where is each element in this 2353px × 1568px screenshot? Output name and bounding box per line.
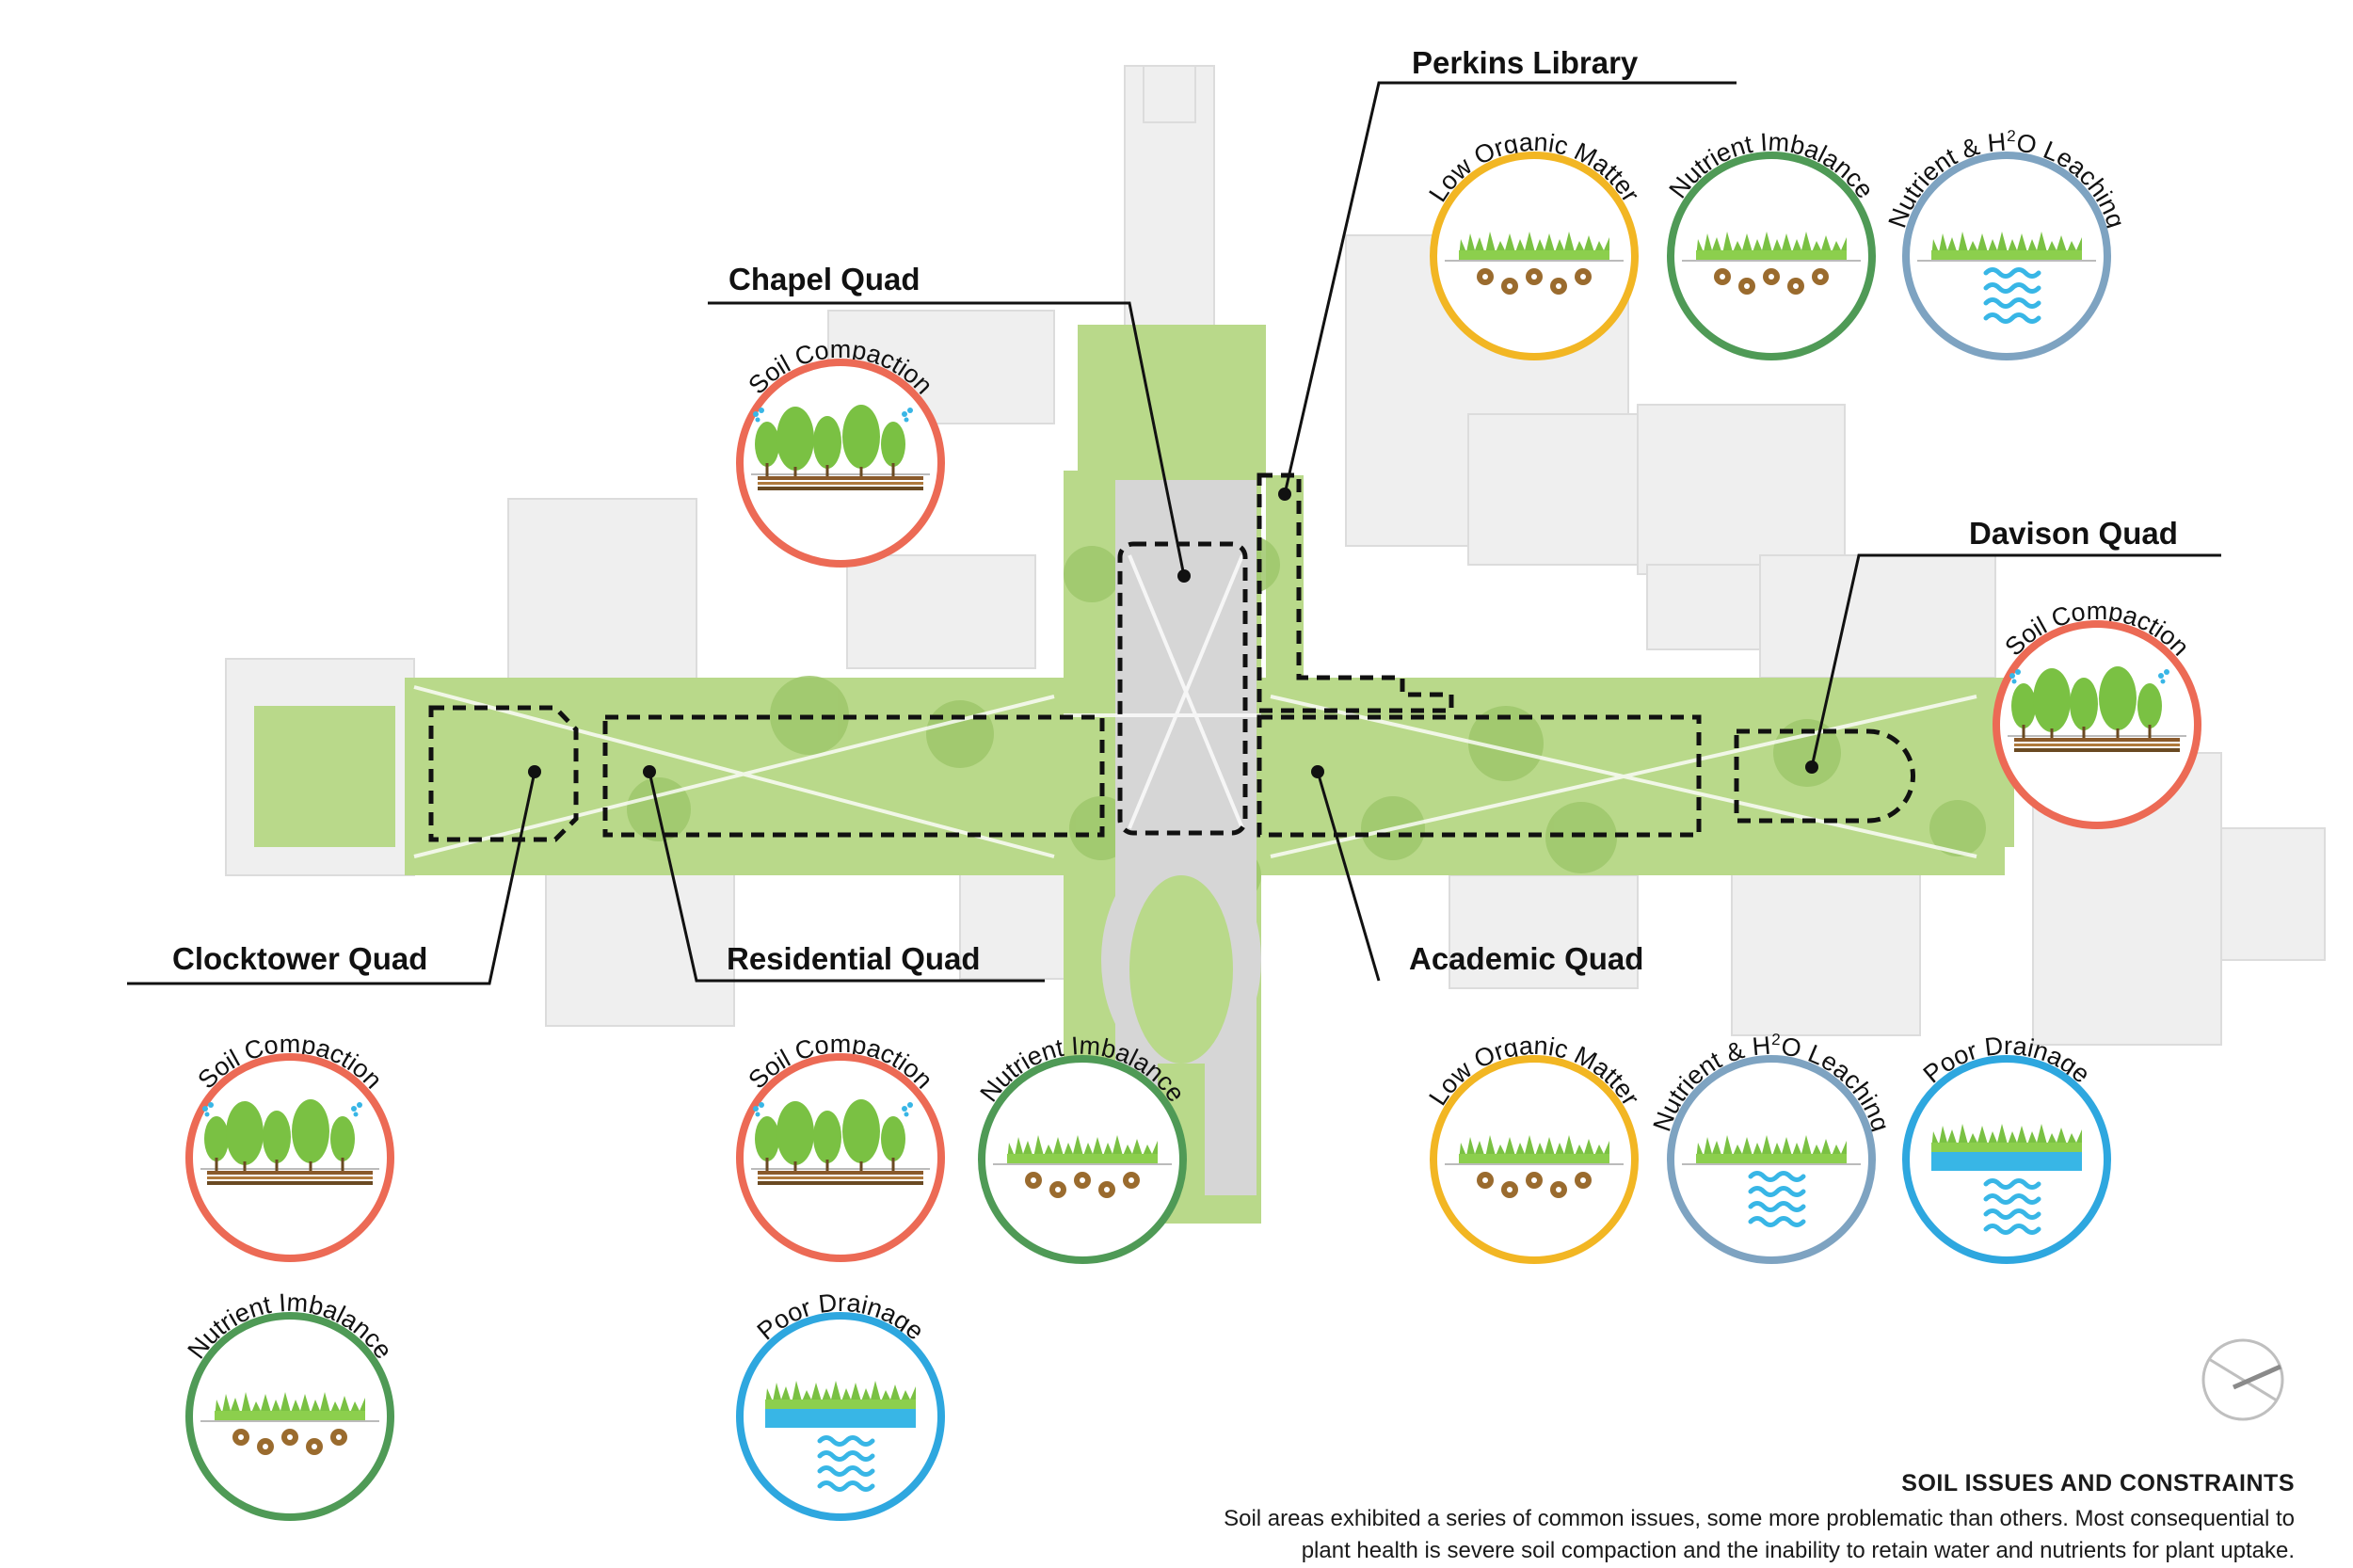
building-south-east: [1449, 874, 1639, 989]
quad-boundaries: [428, 472, 1915, 842]
boundary-academic: [1257, 714, 1702, 838]
building-ne: [1637, 404, 1846, 575]
label-davison-quad: Davison Quad: [1969, 516, 2178, 551]
dot-chapel: [1177, 569, 1191, 583]
lawn-chapel-north: [1078, 325, 1266, 475]
issue-soil-compaction-chapel: Soil Compaction: [736, 335, 945, 568]
water-layer-icon: [1931, 1152, 2082, 1171]
building-south-west: [959, 865, 1083, 980]
boundary-chapel: [1117, 541, 1248, 836]
north-arrow-icon: [2201, 1338, 2284, 1421]
map-caption: SOIL ISSUES AND CONSTRAINTS Soil areas e…: [883, 1470, 2295, 1567]
issue-nutrient-imbalance-clocktower: Nutrient Imbalance: [182, 1288, 398, 1521]
issue-soil-compaction-clocktower: Soil Compaction: [185, 1030, 394, 1262]
issue-soil-compaction-davison: Soil Compaction: [1993, 597, 2201, 829]
boundary-residential: [602, 714, 1105, 838]
label-clocktower-quad: Clocktower Quad: [172, 941, 427, 976]
label-perkins-library: Perkins Library: [1412, 45, 1639, 80]
issue-low-organic-matter-perkins: Low Organic Matter: [1423, 128, 1645, 360]
campus-basemap: [225, 65, 2326, 1224]
dot-davison: [1805, 760, 1818, 774]
boundary-davison: [1734, 728, 1915, 824]
issue-poor-drainage-academic: Poor Drainage: [1902, 1032, 2111, 1264]
issue-nutrient-imbalance-perkins: Nutrient Imbalance: [1663, 128, 1880, 360]
caption-title: SOIL ISSUES AND CONSTRAINTS: [1901, 1470, 2295, 1496]
dot-clocktower: [528, 765, 541, 778]
building-east-bottom: [2220, 827, 2326, 961]
issue-leaching-academic: Nutrient & H2O Leaching: [1648, 1031, 1895, 1264]
caption-line-2: plant health is severe soil compaction a…: [1301, 1538, 2295, 1563]
caption-line-1: Soil areas exhibited a series of common …: [1224, 1506, 2295, 1531]
water-layer-icon: [765, 1409, 916, 1428]
label-residential-quad: Residential Quad: [727, 941, 981, 976]
building-se: [1731, 865, 1921, 1036]
building-perkins: [1467, 413, 1657, 566]
caption-body: Soil areas exhibited a series of common …: [883, 1503, 2295, 1567]
label-chapel-quad: Chapel Quad: [728, 262, 920, 296]
lawn-clocktower-west: [254, 706, 395, 847]
label-academic-quad: Academic Quad: [1409, 941, 1643, 976]
boundary-clocktower: [428, 705, 579, 842]
issue-nutrient-imbalance-residential: Nutrient Imbalance: [974, 1032, 1191, 1264]
building-east-1: [1759, 554, 1996, 679]
dot-residential: [643, 765, 656, 778]
building-west-south: [846, 554, 1036, 669]
dot-academic: [1311, 765, 1324, 778]
issue-poor-drainage-residential: Poor Drainage: [736, 1288, 945, 1521]
issue-soil-compaction-residential: Soil Compaction: [736, 1030, 945, 1262]
building-chapel-tower: [1143, 65, 1196, 123]
dot-perkins: [1278, 488, 1291, 501]
issue-low-organic-matter-academic: Low Organic Matter: [1423, 1032, 1645, 1264]
issue-leaching-perkins: Nutrient & H2O Leaching: [1883, 127, 2130, 360]
leader-lines: [127, 81, 2221, 985]
